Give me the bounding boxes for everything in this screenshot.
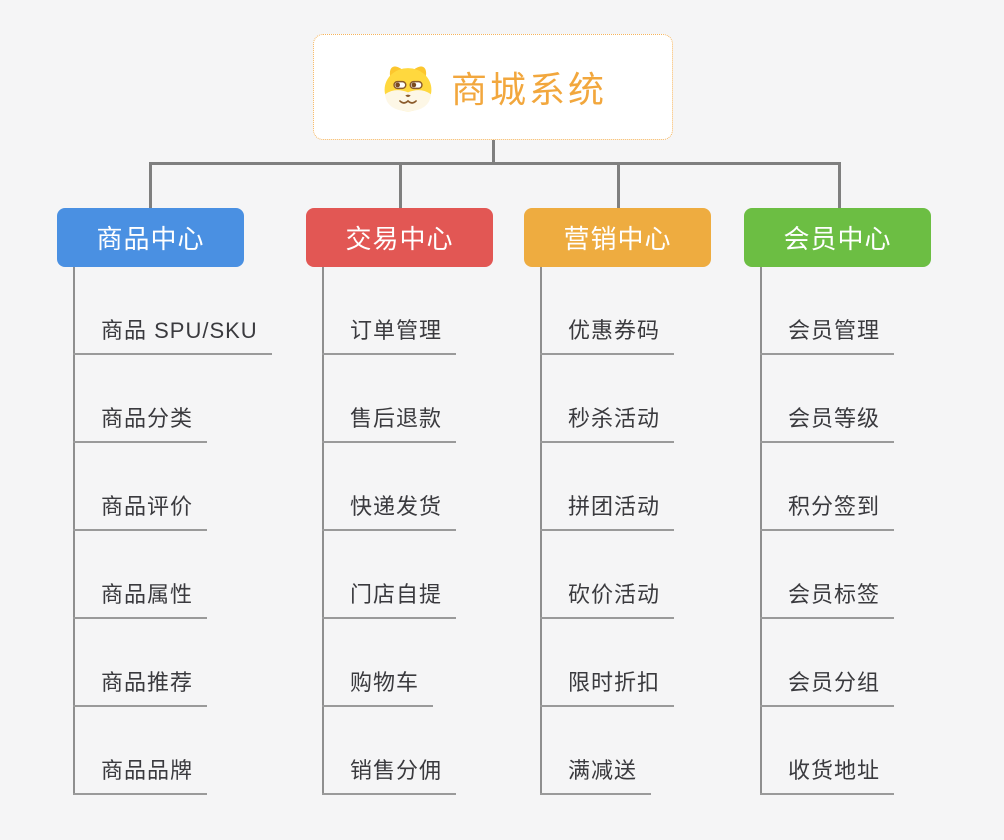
node-label[interactable]: 商品品牌 — [73, 753, 208, 795]
node-label[interactable]: 商品分类 — [73, 401, 208, 443]
child-node: 拼团活动 — [540, 443, 675, 531]
node-label[interactable]: 订单管理 — [322, 313, 457, 355]
node-label[interactable]: 满减送 — [540, 753, 652, 795]
node-label[interactable]: 商品推荐 — [73, 665, 208, 707]
node-label[interactable]: 积分签到 — [760, 489, 895, 531]
child-node: 限时折扣 — [540, 619, 675, 707]
branch-trade-center: 交易中心 订单管理 售后退款 快递发货 门店自提 购物车 销售分佣 — [306, 208, 566, 795]
node-label[interactable]: 会员分组 — [760, 665, 895, 707]
branch-trunk-line — [760, 267, 762, 795]
connector-horizontal-bar — [149, 162, 841, 165]
node-label[interactable]: 商品 SPU/SKU — [73, 313, 272, 355]
child-node: 会员管理 — [760, 267, 895, 355]
branch-trunk-line — [540, 267, 542, 795]
connector-drop-trade-center — [399, 162, 402, 209]
node-label[interactable]: 会员等级 — [760, 401, 895, 443]
child-node: 商品品牌 — [73, 707, 272, 795]
branch-header-marketing-center[interactable]: 营销中心 — [524, 208, 711, 267]
root-node[interactable]: 商城系统 — [313, 34, 673, 140]
child-node: 会员等级 — [760, 355, 895, 443]
child-node: 商品评价 — [73, 443, 272, 531]
child-node: 商品推荐 — [73, 619, 272, 707]
branch-marketing-center: 营销中心 优惠券码 秒杀活动 拼团活动 砍价活动 限时折扣 满减送 — [524, 208, 784, 795]
child-node: 快递发货 — [322, 443, 457, 531]
node-label[interactable]: 秒杀活动 — [540, 401, 675, 443]
child-node: 售后退款 — [322, 355, 457, 443]
node-label[interactable]: 优惠券码 — [540, 313, 675, 355]
node-label[interactable]: 商品评价 — [73, 489, 208, 531]
child-node: 秒杀活动 — [540, 355, 675, 443]
node-label[interactable]: 收货地址 — [760, 753, 895, 795]
node-label[interactable]: 快递发货 — [322, 489, 457, 531]
connector-root-stem — [492, 140, 495, 163]
dog-face-icon — [384, 66, 432, 112]
child-node: 销售分佣 — [322, 707, 457, 795]
child-node: 满减送 — [540, 707, 674, 795]
branch-trunk-line — [73, 267, 75, 795]
child-node: 订单管理 — [322, 267, 457, 355]
node-label[interactable]: 拼团活动 — [540, 489, 675, 531]
node-label[interactable]: 砍价活动 — [540, 577, 675, 619]
node-label[interactable]: 限时折扣 — [540, 665, 675, 707]
connector-drop-product-center — [149, 162, 152, 209]
node-label[interactable]: 会员管理 — [760, 313, 895, 355]
connector-drop-marketing-center — [617, 162, 620, 209]
branch-trunk-line — [322, 267, 324, 795]
child-node: 优惠券码 — [540, 267, 675, 355]
connector-drop-member-center — [838, 162, 841, 209]
branch-member-center: 会员中心 会员管理 会员等级 积分签到 会员标签 会员分组 收货地址 — [744, 208, 1004, 795]
node-label[interactable]: 会员标签 — [760, 577, 895, 619]
branch-header-product-center[interactable]: 商品中心 — [57, 208, 244, 267]
branch-header-member-center[interactable]: 会员中心 — [744, 208, 931, 267]
node-label[interactable]: 门店自提 — [322, 577, 457, 619]
root-title: 商城系统 — [450, 69, 607, 110]
node-label[interactable]: 购物车 — [322, 665, 434, 707]
child-node: 砍价活动 — [540, 531, 675, 619]
child-node: 商品属性 — [73, 531, 272, 619]
node-label[interactable]: 售后退款 — [322, 401, 457, 443]
child-node: 收货地址 — [760, 707, 895, 795]
branch-header-trade-center[interactable]: 交易中心 — [306, 208, 493, 267]
child-node: 商品 SPU/SKU — [73, 267, 272, 355]
node-label[interactable]: 销售分佣 — [322, 753, 457, 795]
child-node: 门店自提 — [322, 531, 457, 619]
branch-product-center: 商品中心 商品 SPU/SKU 商品分类 商品评价 商品属性 商品推荐 商品品牌 — [57, 208, 317, 795]
child-node: 会员分组 — [760, 619, 895, 707]
child-node: 商品分类 — [73, 355, 272, 443]
child-node: 购物车 — [322, 619, 456, 707]
node-label[interactable]: 商品属性 — [73, 577, 208, 619]
child-node: 积分签到 — [760, 443, 895, 531]
child-node: 会员标签 — [760, 531, 895, 619]
